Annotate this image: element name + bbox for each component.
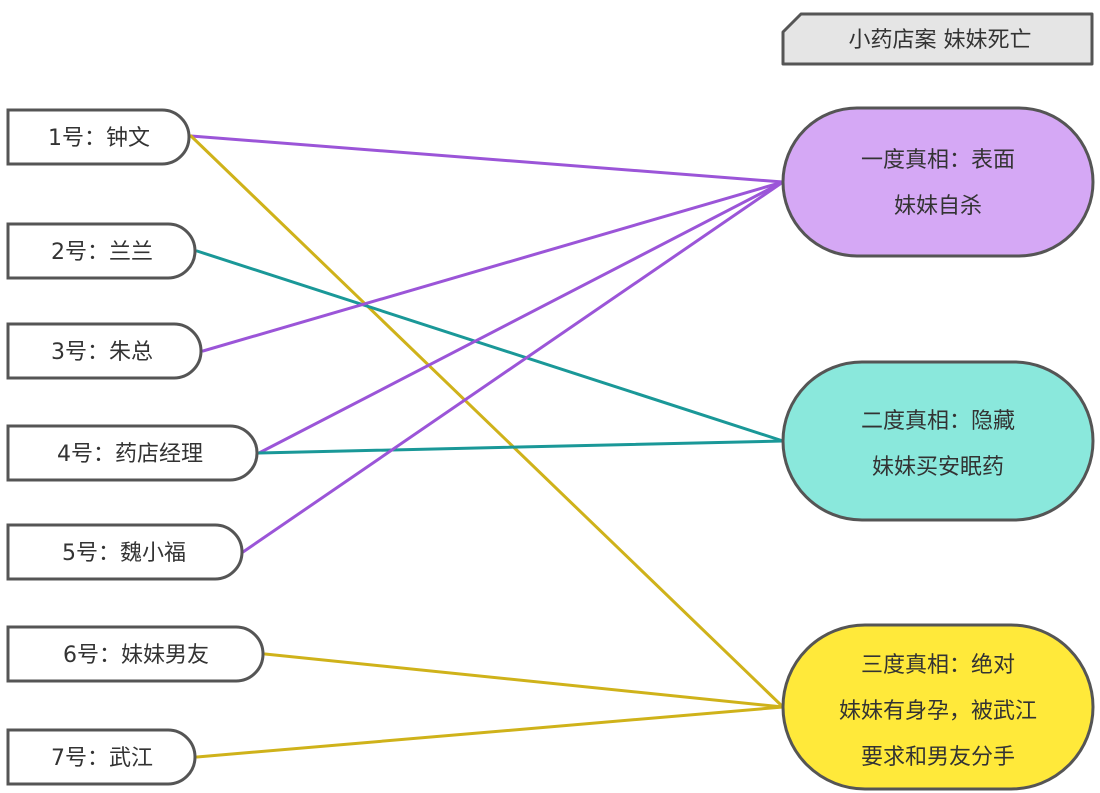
truth-node-2[interactable]: 二度真相：隐藏 妹妹买安眠药 [781, 360, 1095, 522]
person-node-shape [6, 424, 259, 482]
person-label: 7号：武江 [51, 746, 153, 771]
truth-node-shape [781, 106, 1095, 258]
person-label: 1号：钟文 [48, 126, 150, 151]
person-node-4[interactable]: 4号：药店经理 [6, 424, 259, 482]
person-node-shape [6, 222, 197, 280]
person-node-shape [6, 523, 244, 581]
truth-node-1[interactable]: 一度真相：表面 妹妹自杀 [781, 106, 1095, 258]
person-label: 3号：朱总 [51, 340, 153, 365]
truth-node-shape [781, 623, 1095, 791]
person-node-5[interactable]: 5号：魏小福 [6, 523, 244, 581]
person-label: 2号：兰兰 [51, 240, 153, 265]
person-node-3[interactable]: 3号：朱总 [6, 322, 203, 380]
link-p2-t2 [195, 249, 785, 443]
person-node-7[interactable]: 7号：武江 [6, 728, 197, 786]
link-p1-t1 [189, 134, 785, 184]
person-node-1[interactable]: 1号：钟文 [6, 108, 191, 166]
truth-line: 妹妹有身孕，被武江 [839, 699, 1037, 724]
person-label: 5号：魏小福 [62, 541, 186, 566]
link-p7-t3 [195, 705, 785, 759]
truth-node-3[interactable]: 三度真相：绝对 妹妹有身孕，被武江 要求和男友分手 [781, 623, 1095, 791]
link-p6-t3 [263, 652, 785, 709]
truth-line: 三度真相：绝对 [861, 653, 1015, 678]
title-text: 小药店案 妹妹死亡 [849, 28, 1032, 53]
person-node-shape [6, 625, 265, 683]
truth-line: 二度真相：隐藏 [861, 409, 1015, 434]
person-label: 4号：药店经理 [57, 442, 203, 467]
person-node-shape [6, 728, 197, 786]
truth-line: 妹妹自杀 [894, 194, 982, 219]
link-p3-t1 [201, 180, 785, 353]
truth-line: 妹妹买安眠药 [872, 455, 1004, 480]
truth-line: 要求和男友分手 [861, 745, 1015, 770]
person-node-6[interactable]: 6号：妹妹男友 [6, 625, 265, 683]
title-tag[interactable]: 小药店案 妹妹死亡 [781, 12, 1094, 66]
person-label: 6号：妹妹男友 [63, 643, 209, 668]
link-p5-t1 [241, 180, 785, 554]
title-tag-shape [781, 12, 1094, 66]
truth-line: 一度真相：表面 [861, 148, 1015, 173]
link-p1-t3 [189, 134, 785, 709]
links-layer [189, 134, 785, 759]
person-node-2[interactable]: 2号：兰兰 [6, 222, 197, 280]
truth-node-shape [781, 360, 1095, 522]
link-p4-t1 [257, 180, 785, 455]
person-node-shape [6, 108, 191, 166]
link-p4-t2 [257, 439, 785, 455]
person-node-shape [6, 322, 203, 380]
